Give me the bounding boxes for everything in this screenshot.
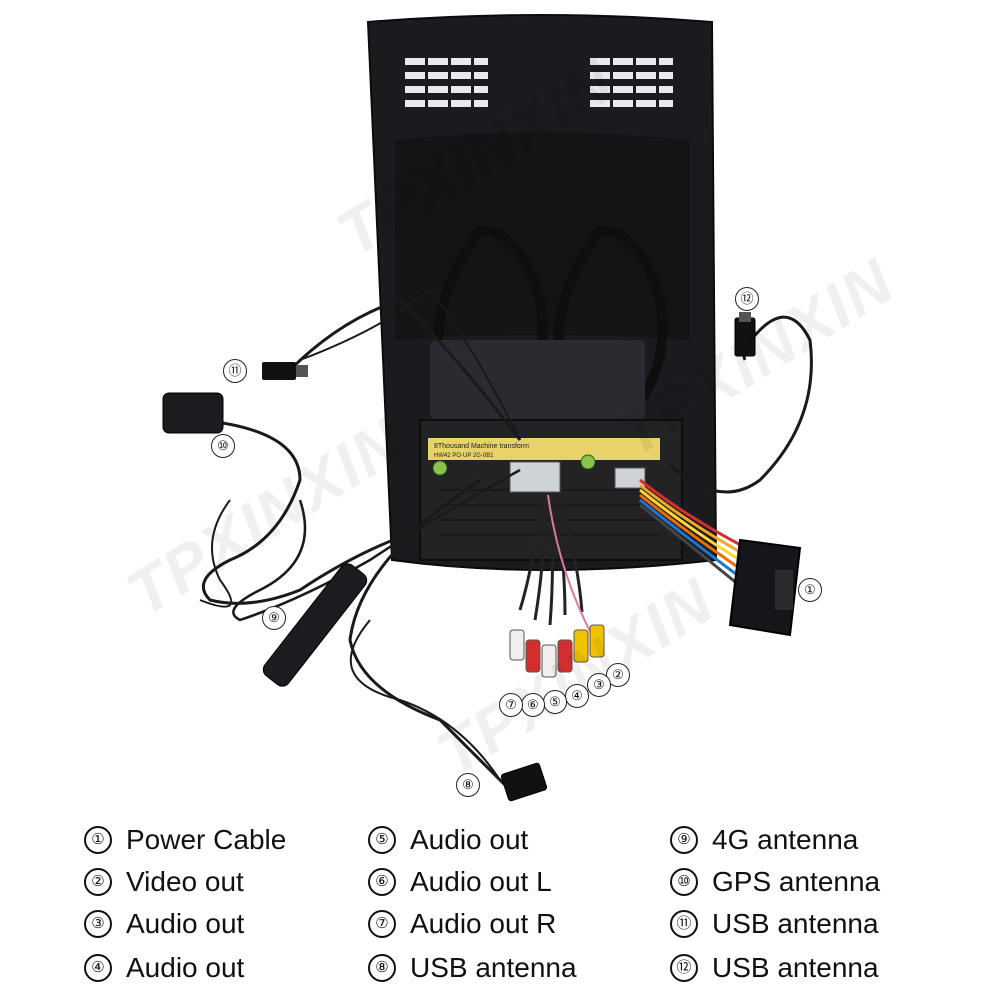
legend-label: Video out <box>126 866 244 897</box>
unit-label <box>428 438 660 460</box>
4g-antenna-bar <box>262 563 368 687</box>
legend-num: ③ <box>84 910 112 938</box>
callout-4: ④ <box>565 684 589 708</box>
legend-item-5: ⑤ Audio out <box>368 822 528 858</box>
legend-num: ④ <box>84 954 112 982</box>
legend-label: Power Cable <box>126 824 287 855</box>
legend-item-6: ⑥ Audio out L <box>368 864 552 900</box>
unit-label-line1: 8Thousand Machine transform <box>434 443 529 450</box>
rca-plugs <box>509 624 605 678</box>
legend-num: ⑪ <box>670 910 698 938</box>
legend-item-9: ⑨ 4G antenna <box>670 822 858 858</box>
power-connector <box>728 538 802 637</box>
callout-10: ⑩ <box>211 434 235 458</box>
legend-item-11: ⑪ USB antenna <box>670 906 879 942</box>
legend-item-3: ③ Audio out <box>84 906 244 942</box>
legend-num: ② <box>84 868 112 896</box>
callout-9: ⑨ <box>262 606 286 630</box>
legend-item-1: ① Power Cable <box>84 822 286 858</box>
legend-label: USB antenna <box>410 952 577 983</box>
legend-label: Audio out <box>410 824 529 855</box>
legend-label: USB antenna <box>712 908 879 939</box>
legend-label: GPS antenna <box>712 866 881 897</box>
legend-num: ⑦ <box>368 910 396 938</box>
head-unit-drawing: 8Thousand Machine transform HW42 PO·UP 2… <box>162 14 813 802</box>
legend: ① Power Cable ② Video out ③ Audio out ④ … <box>0 822 1000 992</box>
legend-item-4: ④ Audio out <box>84 950 244 986</box>
legend-item-8: ⑧ USB antenna <box>368 950 577 986</box>
legend-num: ⑥ <box>368 868 396 896</box>
callout-12: ⑫ <box>735 287 759 311</box>
callout-11: ⑪ <box>223 359 247 383</box>
callout-3: ③ <box>587 673 611 697</box>
gps-cable <box>199 418 421 605</box>
callout-8: ⑧ <box>456 773 480 797</box>
callout-7: ⑦ <box>499 693 523 717</box>
legend-item-12: ⑫ USB antenna <box>670 950 879 986</box>
product-illustration: 8Thousand Machine transform HW42 PO·UP 2… <box>115 14 907 802</box>
legend-num: ⑫ <box>670 954 698 982</box>
legend-label: Audio out <box>126 908 245 939</box>
legend-item-2: ② Video out <box>84 864 244 900</box>
legend-label: 4G antenna <box>712 824 859 855</box>
legend-num: ⑩ <box>670 868 698 896</box>
gps-antenna-block <box>162 392 224 434</box>
legend-num: ① <box>84 826 112 854</box>
legend-item-10: ⑩ GPS antenna <box>670 864 880 900</box>
callout-6: ⑥ <box>521 693 545 717</box>
legend-label: Audio out R <box>410 908 557 939</box>
unit-label-line2: HW42 PO·UP 2G·0B1 <box>434 453 494 459</box>
callout-1: ① <box>798 578 822 602</box>
rca-cables <box>518 494 601 651</box>
legend-label: Audio out L <box>410 866 552 897</box>
legend-num: ⑨ <box>670 826 698 854</box>
legend-item-7: ⑦ Audio out R <box>368 906 556 942</box>
usb-cable-11 <box>288 298 522 441</box>
callout-5: ⑤ <box>543 690 567 714</box>
usb-cable-8 <box>348 478 512 792</box>
left-vent-grille <box>405 58 488 107</box>
right-vent-grille <box>590 58 673 107</box>
legend-label: USB antenna <box>712 952 879 983</box>
legend-label: Audio out <box>126 952 245 983</box>
legend-num: ⑤ <box>368 826 396 854</box>
usb-cable-12 <box>668 315 813 494</box>
legend-num: ⑧ <box>368 954 396 982</box>
